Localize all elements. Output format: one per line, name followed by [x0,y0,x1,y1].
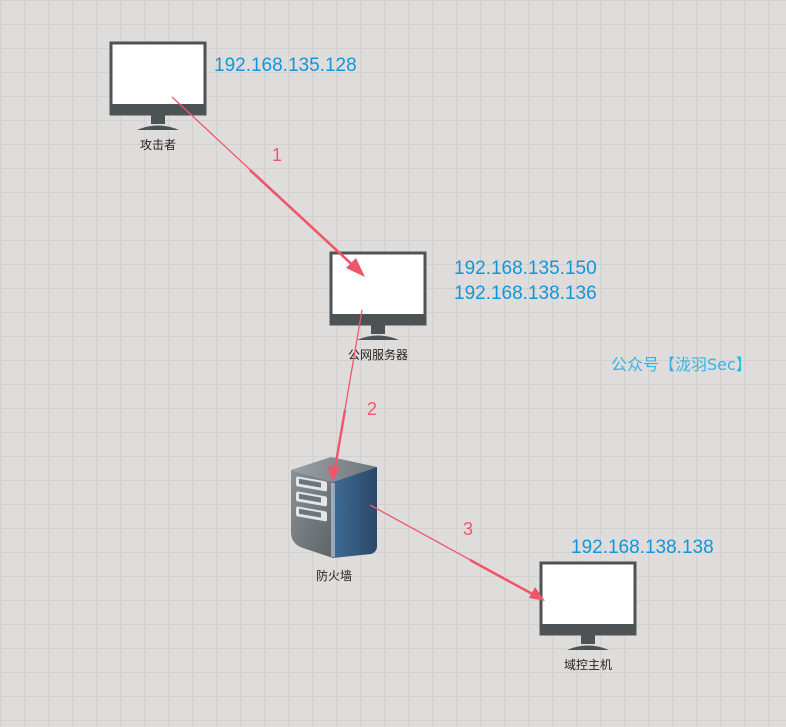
arrow-3 [369,504,545,601]
step-3-label: 3 [463,519,473,539]
domain-controller-label: 域控主机 [564,658,612,672]
arrow-1 [171,96,365,277]
monitor-icon [329,251,427,340]
attacker-ip: 192.168.135.128 [214,55,357,76]
drive-bays [296,476,327,522]
public-server-ip-2: 192.168.138.136 [454,283,597,304]
domain-controller-ip: 192.168.138.138 [571,537,714,558]
watermark-text: 公众号【泷羽Sec】 [611,355,752,374]
monitor-icon [109,41,207,130]
arrow-2 [328,309,363,482]
public-server-node: 公网服务器 192.168.135.150 192.168.138.136 [329,251,597,362]
monitor-icon [539,561,637,650]
attacker-node: 攻击者 192.168.135.128 [109,41,357,152]
domain-controller-node: 域控主机 192.168.138.138 [539,537,714,672]
public-server-ip-1: 192.168.135.150 [454,258,597,279]
server-tower-icon [291,457,377,558]
step-2-label: 2 [367,399,377,419]
step-1-label: 1 [272,145,282,165]
firewall-label: 防火墙 [316,568,352,583]
public-server-label: 公网服务器 [348,347,408,362]
firewall-node: 防火墙 [291,457,377,583]
attacker-label: 攻击者 [140,138,176,152]
